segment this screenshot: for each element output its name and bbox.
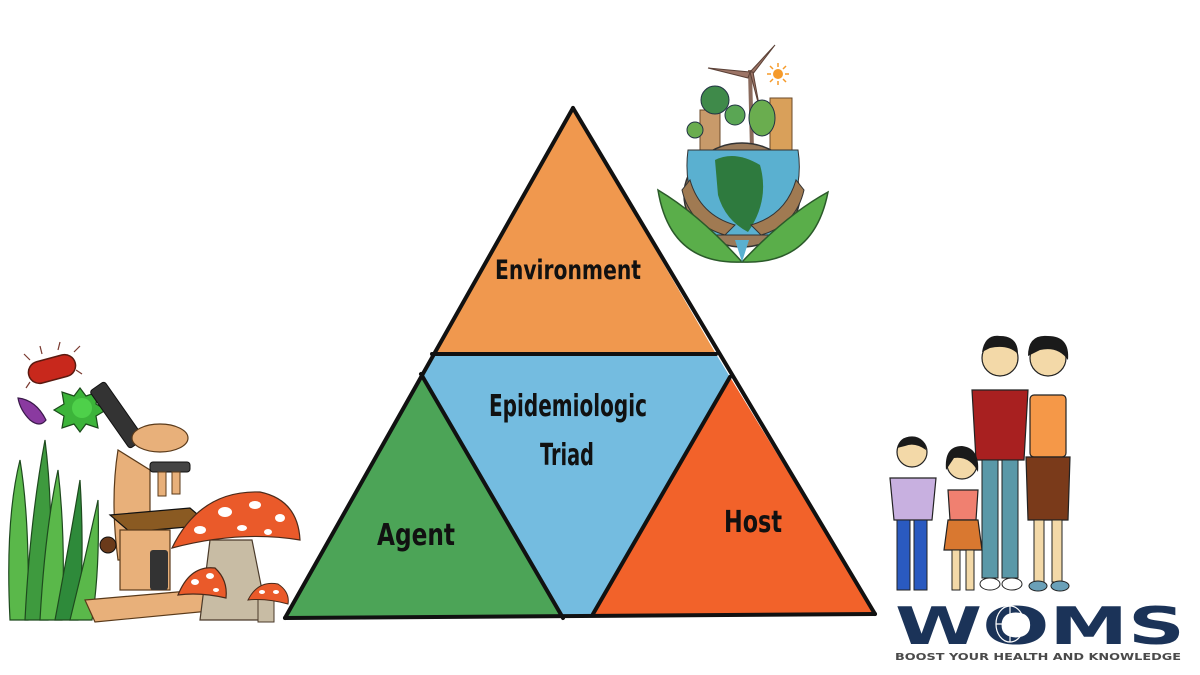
host-illustration-family-icon	[889, 335, 1071, 592]
triad-diagram: Environment Epidemiologic Triad Agent Ho…	[283, 106, 877, 620]
woms-logo: WOMS BOOST YOUR HEALTH AND KNOWLEDGE	[895, 597, 1185, 663]
environment-label: Environment	[495, 255, 641, 286]
mushroom-icon	[170, 491, 301, 623]
host-segment	[593, 377, 875, 614]
environment-illustration-icon	[657, 44, 830, 263]
virus-purple-icon	[17, 397, 47, 425]
virus-green-icon	[52, 387, 108, 433]
globe-icon	[995, 605, 1025, 643]
microscope-icon	[84, 381, 222, 623]
center-label-line2: Triad	[540, 438, 594, 473]
environment-segment	[432, 108, 716, 354]
logo-tagline: BOOST YOUR HEALTH AND KNOWLEDGE	[895, 652, 1181, 663]
host-label: Host	[724, 505, 782, 540]
agent-label: Agent	[377, 518, 455, 553]
agent-illustration-icon	[8, 341, 301, 623]
agent-segment	[285, 374, 563, 618]
center-label-line1: Epidemiologic	[489, 389, 647, 424]
center-triad-segment	[421, 354, 730, 618]
logo-brand-text: WOMS	[895, 597, 1185, 657]
bacteria-icon	[23, 341, 83, 389]
